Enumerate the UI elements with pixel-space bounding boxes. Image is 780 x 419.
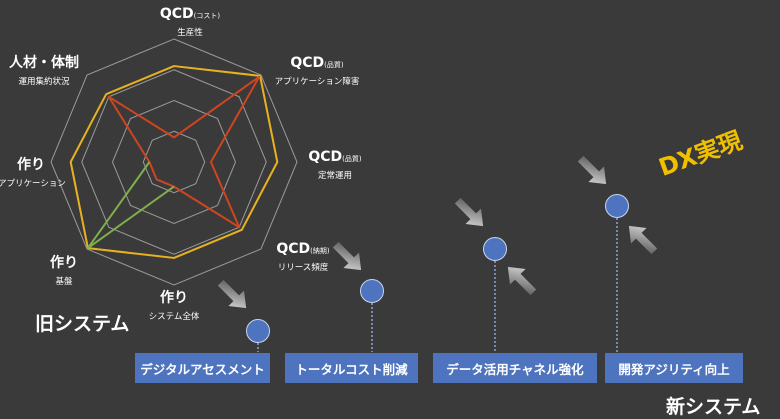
radar-grid-ring bbox=[142, 130, 206, 194]
arrow-up-left-icon bbox=[628, 225, 658, 255]
radar-series-line-2 bbox=[107, 75, 261, 229]
milestone-dot-4 bbox=[605, 194, 629, 218]
axis-label-qcd-quality-app: QCD(品質) アプリケーション障害 bbox=[274, 55, 360, 87]
old-system-label: 旧システム bbox=[35, 313, 130, 335]
step-dev-agility: 開発アジリティ向上 bbox=[605, 353, 743, 383]
step-digital-assessment: デジタルアセスメント bbox=[135, 353, 270, 383]
radar-series-line-3 bbox=[86, 161, 175, 250]
axis-label-build-system: 作り システム全体 bbox=[148, 290, 200, 322]
radar-series-line-1 bbox=[69, 65, 279, 259]
step-total-cost-reduction: トータルコスト削減 bbox=[285, 353, 418, 383]
axis-label-qcd-delivery: QCD(納期) リリース頻度 bbox=[276, 241, 330, 273]
radar-series bbox=[69, 65, 279, 259]
axis-label-qcd-cost: QCD(コスト) 生産性 bbox=[159, 6, 221, 38]
axis-label-build-infra: 作り 基盤 bbox=[50, 255, 78, 287]
arrow-down-right-icon bbox=[577, 155, 607, 185]
arrow-down-right-icon bbox=[217, 279, 247, 309]
axis-label-people: 人材・体制 運用集約状況 bbox=[9, 55, 79, 87]
milestone-dot-3 bbox=[483, 237, 507, 261]
arrow-down-right-icon bbox=[454, 197, 484, 227]
axis-label-build-app: 作り アプリケーション bbox=[0, 157, 66, 189]
axis-label-qcd-quality-ops: QCD(品質) 定常運用 bbox=[308, 149, 362, 181]
radar-grid-ring bbox=[50, 38, 298, 286]
step-data-channel: データ活用チャネル強化 bbox=[433, 353, 597, 383]
arrow-down-right-icon bbox=[332, 241, 362, 271]
milestone-dot-2 bbox=[360, 279, 384, 303]
radar-grid-ring bbox=[111, 99, 237, 225]
arrow-up-left-icon bbox=[507, 266, 537, 296]
radar-grid bbox=[50, 38, 298, 286]
milestone-dot-1 bbox=[246, 319, 270, 343]
radar-grid-ring bbox=[81, 69, 267, 255]
new-system-label: 新システム bbox=[666, 396, 761, 418]
